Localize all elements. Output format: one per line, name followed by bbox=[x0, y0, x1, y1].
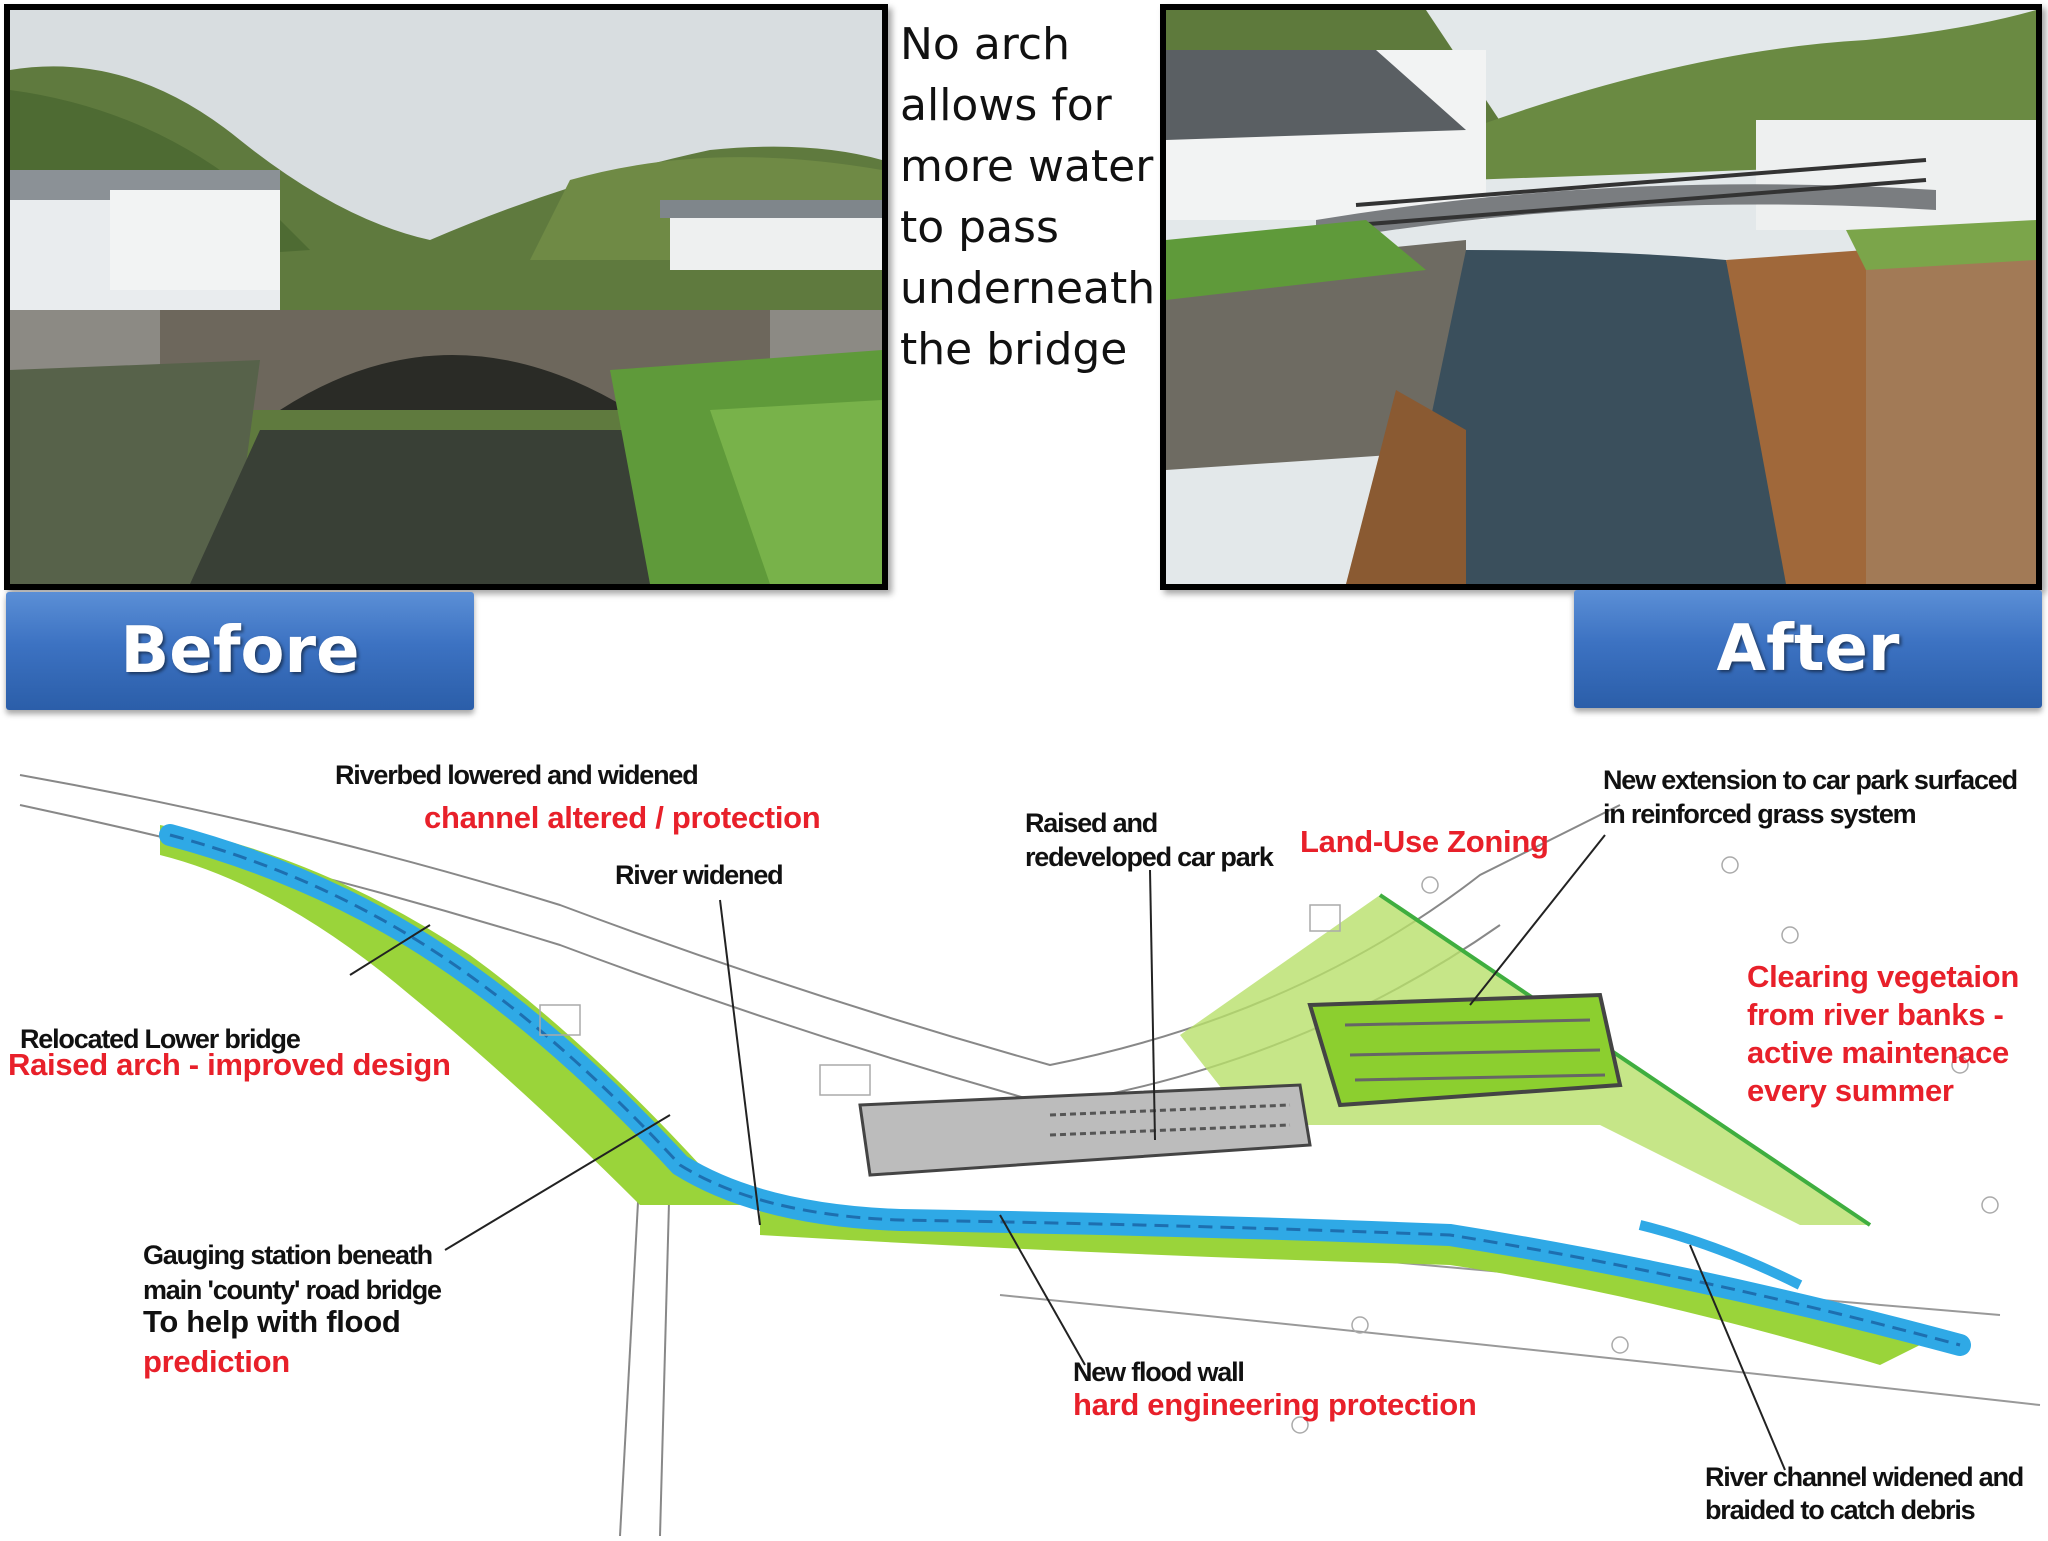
label-raised-arch: Raised arch - improved design bbox=[8, 1047, 451, 1082]
caption-line: No arch bbox=[900, 19, 1070, 70]
label-car-park-2: redeveloped car park bbox=[1025, 842, 1274, 872]
label-channel: channel altered / protection bbox=[424, 800, 821, 835]
map-drawing bbox=[19, 774, 2041, 1537]
label-gauging-2: main 'county' road bridge bbox=[143, 1275, 442, 1305]
label-river-widened: River widened bbox=[615, 860, 784, 890]
label-relocated: Relocated Lower bridge bbox=[20, 1024, 301, 1054]
caption-line: the bridge bbox=[900, 324, 1128, 375]
bridge-caption: No arch allows for more water to pass un… bbox=[900, 14, 1160, 380]
label-riverbed: Riverbed lowered and widened bbox=[335, 760, 699, 790]
before-photo bbox=[4, 4, 888, 590]
label-gauging-3: To help with flood bbox=[143, 1304, 401, 1339]
caption-line: underneath bbox=[900, 263, 1156, 314]
label-land-use: Land-Use Zoning bbox=[1300, 824, 1549, 859]
label-flood-wall: New flood wall bbox=[1073, 1357, 1245, 1387]
label-gauging-4: prediction bbox=[143, 1344, 290, 1379]
label-braided-2: braided to catch debris bbox=[1705, 1495, 1976, 1525]
label-extension-2: in reinforced grass system bbox=[1603, 799, 1917, 829]
label-clearing-3: active maintenace bbox=[1747, 1035, 2009, 1070]
label-car-park-1: Raised and bbox=[1025, 808, 1158, 838]
caption-line: to pass bbox=[900, 202, 1059, 253]
label-clearing-4: every summer bbox=[1747, 1073, 1954, 1108]
label-clearing-1: Clearing vegetaion bbox=[1747, 959, 2019, 994]
label-extension-1: New extension to car park surfaced bbox=[1603, 765, 2018, 795]
after-photo bbox=[1160, 4, 2042, 590]
label-clearing-2: from river banks - bbox=[1747, 997, 2004, 1032]
label-gauging-1: Gauging station beneath bbox=[143, 1240, 433, 1270]
caption-line: allows for bbox=[900, 80, 1112, 131]
flood-defence-map: Riverbed lowered and widened channel alt… bbox=[0, 705, 2048, 1537]
before-banner: Before bbox=[6, 592, 474, 710]
caption-line: more water bbox=[900, 141, 1154, 192]
label-hard-engineering: hard engineering protection bbox=[1073, 1387, 1477, 1422]
after-banner: After bbox=[1574, 590, 2042, 708]
label-braided-1: River channel widened and bbox=[1705, 1462, 2024, 1492]
